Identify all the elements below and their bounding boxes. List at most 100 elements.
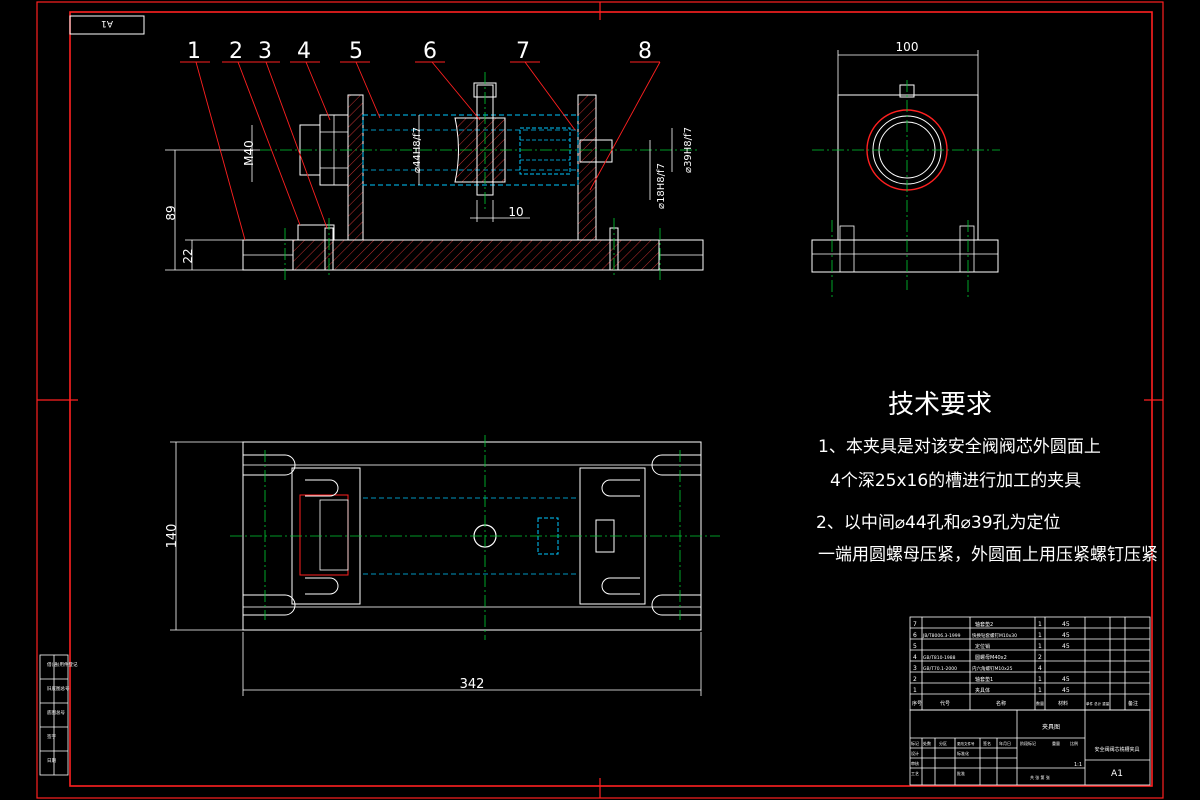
- bom-cell: 夹具体: [975, 687, 990, 694]
- bom-cell: 5: [913, 643, 917, 650]
- title-mark: 标记: [911, 740, 919, 746]
- side-strip: [39, 654, 69, 776]
- drawing-frame: [36, 1, 1164, 799]
- bom-cell: 7: [913, 621, 917, 628]
- bom-header-name: 名称: [996, 700, 1006, 707]
- title-craft: 工艺: [911, 771, 919, 776]
- bom-cell: 1: [913, 687, 917, 694]
- dim-phi18: ⌀18H8/f7: [656, 163, 667, 209]
- bom-cell: 快换钻套螺钉M10x30: [972, 632, 1017, 639]
- bom-rows: 7 轴套垫2 1 45 6 JB/T8006.3-1999 快换钻套螺钉M10x…: [912, 621, 1138, 707]
- dim-phi39: ⌀39H8/f7: [683, 127, 694, 173]
- dim-22: 22: [181, 248, 195, 263]
- pin-locator: [579, 139, 613, 163]
- balloon-6: 6: [423, 39, 437, 64]
- title-total: 共 张 第 张: [1030, 774, 1050, 780]
- bom-cell: 定位销: [975, 643, 990, 650]
- tech-line-1: 1、本夹具是对该安全阀阀芯外圆面上: [818, 437, 1101, 457]
- bom-cell: 轴套垫2: [975, 621, 993, 628]
- dim-140: 140: [165, 524, 180, 549]
- bom-header-mass: 单件 总计 重量: [1086, 701, 1110, 706]
- left-upright: [347, 94, 364, 241]
- title-std: 标准化: [957, 750, 969, 756]
- workpiece-hidden: [362, 114, 579, 186]
- side-strip-label: 日期: [47, 758, 56, 764]
- bom-cell: 45: [1062, 676, 1070, 683]
- balloon-2: 2: [229, 39, 243, 64]
- bom-cell: 45: [1062, 643, 1070, 650]
- title-block: [909, 709, 1151, 786]
- bom-cell: 45: [1062, 632, 1070, 639]
- side-strip-label: 签字: [47, 733, 56, 740]
- bom-header-qty: 数量: [1036, 700, 1044, 706]
- balloon-numbers: 1 2 3 4 5 6 7 8: [187, 39, 652, 64]
- bom-cell: 6: [913, 632, 917, 639]
- side-base: [811, 239, 999, 273]
- title-stage: 阶段标记: [1020, 740, 1036, 746]
- dim-89: 89: [164, 205, 178, 220]
- bom-table: [909, 616, 1151, 711]
- bom-header-mat: 材料: [1058, 700, 1068, 707]
- title-ratio: 比例: [1070, 740, 1078, 746]
- dim-phi44: ⌀44H8/f7: [412, 127, 423, 173]
- bom-cell: 3: [913, 665, 917, 672]
- dim-m40: M40: [242, 140, 256, 166]
- balloon-leaders: [180, 61, 661, 241]
- balloon-5: 5: [349, 39, 363, 64]
- bushing-2: [297, 224, 335, 241]
- sheet-label: A1: [101, 18, 113, 28]
- title-company: 夹具图: [1042, 723, 1060, 731]
- tech-line-2: 4个深25x16的槽进行加工的夹具: [830, 471, 1081, 491]
- dim-10: 10: [508, 205, 523, 219]
- front-view: 89 22 M40 ⌀44H8/f7 ⌀39H8/f7 ⌀18H8/f7 10: [164, 72, 704, 282]
- balloon-8: 8: [638, 39, 652, 64]
- title-zone: 分区: [939, 740, 947, 746]
- bom-cell: JB/T8006.3-1999: [922, 633, 961, 639]
- base-section: [292, 239, 660, 271]
- title-weight: 重量: [1052, 740, 1060, 746]
- balloon-3: 3: [258, 39, 272, 64]
- title-drawing-name: 安全阀阀芯铣槽夹具: [1094, 746, 1139, 753]
- bom-cell: 1: [1038, 676, 1042, 683]
- title-sheet: A1: [1111, 769, 1123, 779]
- balloon-4: 4: [297, 39, 311, 64]
- side-strip-label: 借(通)用件登记: [47, 661, 78, 668]
- bom-cell: 4: [1038, 665, 1042, 672]
- right-upright: [577, 94, 597, 241]
- dim-100: 100: [896, 40, 919, 54]
- balloon-7: 7: [516, 39, 530, 64]
- bom-header-code: 代号: [940, 700, 950, 707]
- technical-requirements: 技术要求 1、本夹具是对该安全阀阀芯外圆面上 4个深25x16的槽进行加工的夹具…: [816, 390, 1158, 565]
- title-scale: 1:1: [1074, 762, 1082, 768]
- title-review: 审核: [911, 760, 919, 766]
- title-change: 更改文件号: [957, 741, 975, 746]
- title-sign: 签名: [983, 740, 991, 746]
- title-approve: 批准: [957, 770, 965, 776]
- bom-cell: 45: [1062, 687, 1070, 694]
- tech-title: 技术要求: [888, 390, 992, 420]
- balloon-1: 1: [187, 39, 201, 64]
- side-strip-label: 旧底图总号: [47, 685, 70, 692]
- side-view: 100: [811, 40, 1000, 298]
- bom-cell: 圆螺母M40x2: [975, 654, 1007, 661]
- side-strip-label: 底图总号: [47, 709, 65, 716]
- side-strip-labels: 借(通)用件登记 旧底图总号 底图总号 签字 日期: [47, 661, 78, 764]
- title-date: 年月日: [999, 740, 1011, 746]
- bom-cell: 4: [913, 654, 917, 661]
- top-view: 140 342: [165, 435, 720, 696]
- title-count: 处数: [923, 740, 931, 746]
- tech-line-3: 2、以中间⌀44孔和⌀39孔为定位: [816, 513, 1061, 533]
- bom-cell: 轴套垫1: [975, 676, 993, 683]
- sheet-label-box: A1: [69, 15, 145, 35]
- inner-border: [69, 11, 1153, 787]
- bom-cell: GB/T810-1988: [923, 655, 956, 661]
- bom-cell: 1: [1038, 621, 1042, 628]
- bom-cell: 1: [1038, 643, 1042, 650]
- bom-cell: 45: [1062, 621, 1070, 628]
- tech-line-4: 一端用圆螺母压紧，外圆面上用压紧螺钉压紧: [818, 545, 1158, 565]
- bom-cell: GB/T70.1-2000: [923, 666, 957, 672]
- title-design: 设计: [911, 750, 919, 756]
- bom-cell: 1: [1038, 632, 1042, 639]
